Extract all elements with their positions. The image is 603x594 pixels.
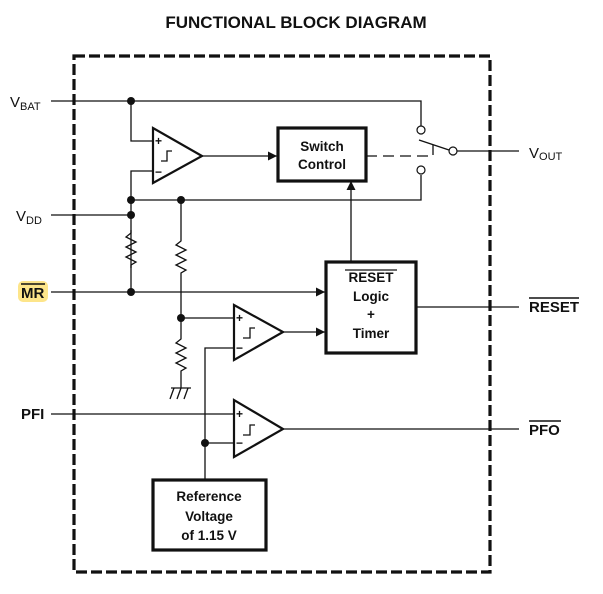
block-label: Voltage	[185, 509, 233, 524]
comparator-pfi: + −	[232, 398, 286, 459]
pin-label-reset: RESET	[529, 297, 579, 316]
resistor-divider-top	[174, 238, 188, 276]
pin-label-mr: MR	[18, 281, 48, 302]
minus-sign: −	[236, 341, 243, 355]
comparator-vdd-monitor: + −	[232, 303, 286, 362]
junction-dot	[127, 196, 135, 204]
switch-pivot	[448, 146, 458, 156]
block-label: of 1.15 V	[181, 528, 237, 543]
vbat-to-comp1-plus	[130, 101, 152, 142]
pin-label-vbat: VBAT	[10, 94, 41, 113]
block-label: Control	[298, 157, 346, 172]
junction-dot	[201, 439, 209, 447]
power-switch	[366, 125, 458, 175]
block-label: Logic	[353, 289, 389, 304]
pin-label-vout: VOUT	[529, 145, 563, 163]
mr-highlight	[18, 281, 48, 302]
pin-label-pfi: PFI	[21, 406, 44, 423]
hysteresis-icon	[243, 327, 255, 339]
block-label: Timer	[353, 326, 390, 341]
junction-dot	[177, 196, 185, 204]
junction-dot	[177, 314, 185, 322]
reset-logic-block: RESET Logic + Timer	[324, 260, 418, 355]
switch-blade	[418, 139, 450, 151]
switch-contact-vbat	[416, 125, 426, 135]
junctions	[127, 97, 209, 447]
plus-sign: +	[155, 134, 162, 148]
comparator-vbat-vdd: + −	[151, 126, 205, 185]
vbat-wire	[51, 100, 422, 126]
vdd-to-switch-wire	[131, 175, 422, 201]
minus-sign: −	[155, 165, 162, 179]
minus-sign: −	[236, 436, 243, 450]
reset-text: RESET	[529, 299, 579, 316]
pin-label-vdd: VDD	[16, 208, 42, 227]
switch-control-block: Switch Control	[276, 126, 368, 183]
vdd-bus-vertical	[130, 170, 152, 292]
switch-contact-vdd	[416, 165, 426, 175]
switch-control-link	[366, 145, 434, 157]
plus-sign: +	[236, 311, 243, 325]
hysteresis-icon	[243, 424, 255, 436]
pin-label-pfo: PFO	[529, 420, 561, 439]
junction-dot	[127, 211, 135, 219]
block-label: RESET	[348, 270, 394, 285]
diagram-title: FUNCTIONAL BLOCK DIAGRAM	[165, 13, 426, 32]
plus-sign: +	[236, 407, 243, 421]
block-label: Reference	[176, 489, 242, 504]
device-boundary	[72, 54, 492, 574]
pfo-text: PFO	[529, 422, 560, 439]
reference-bus	[204, 347, 233, 479]
hysteresis-icon	[161, 150, 172, 162]
junction-dot	[127, 97, 135, 105]
resistor-divider-bottom	[174, 336, 188, 388]
mr-text: MR	[21, 285, 44, 302]
block-label: +	[367, 307, 375, 322]
reference-voltage-block: Reference Voltage of 1.15 V	[151, 478, 268, 552]
ground-icon	[169, 387, 191, 400]
block-label: Switch	[300, 139, 344, 154]
resistor-mr-pullup	[124, 230, 138, 268]
junction-dot	[127, 288, 135, 296]
